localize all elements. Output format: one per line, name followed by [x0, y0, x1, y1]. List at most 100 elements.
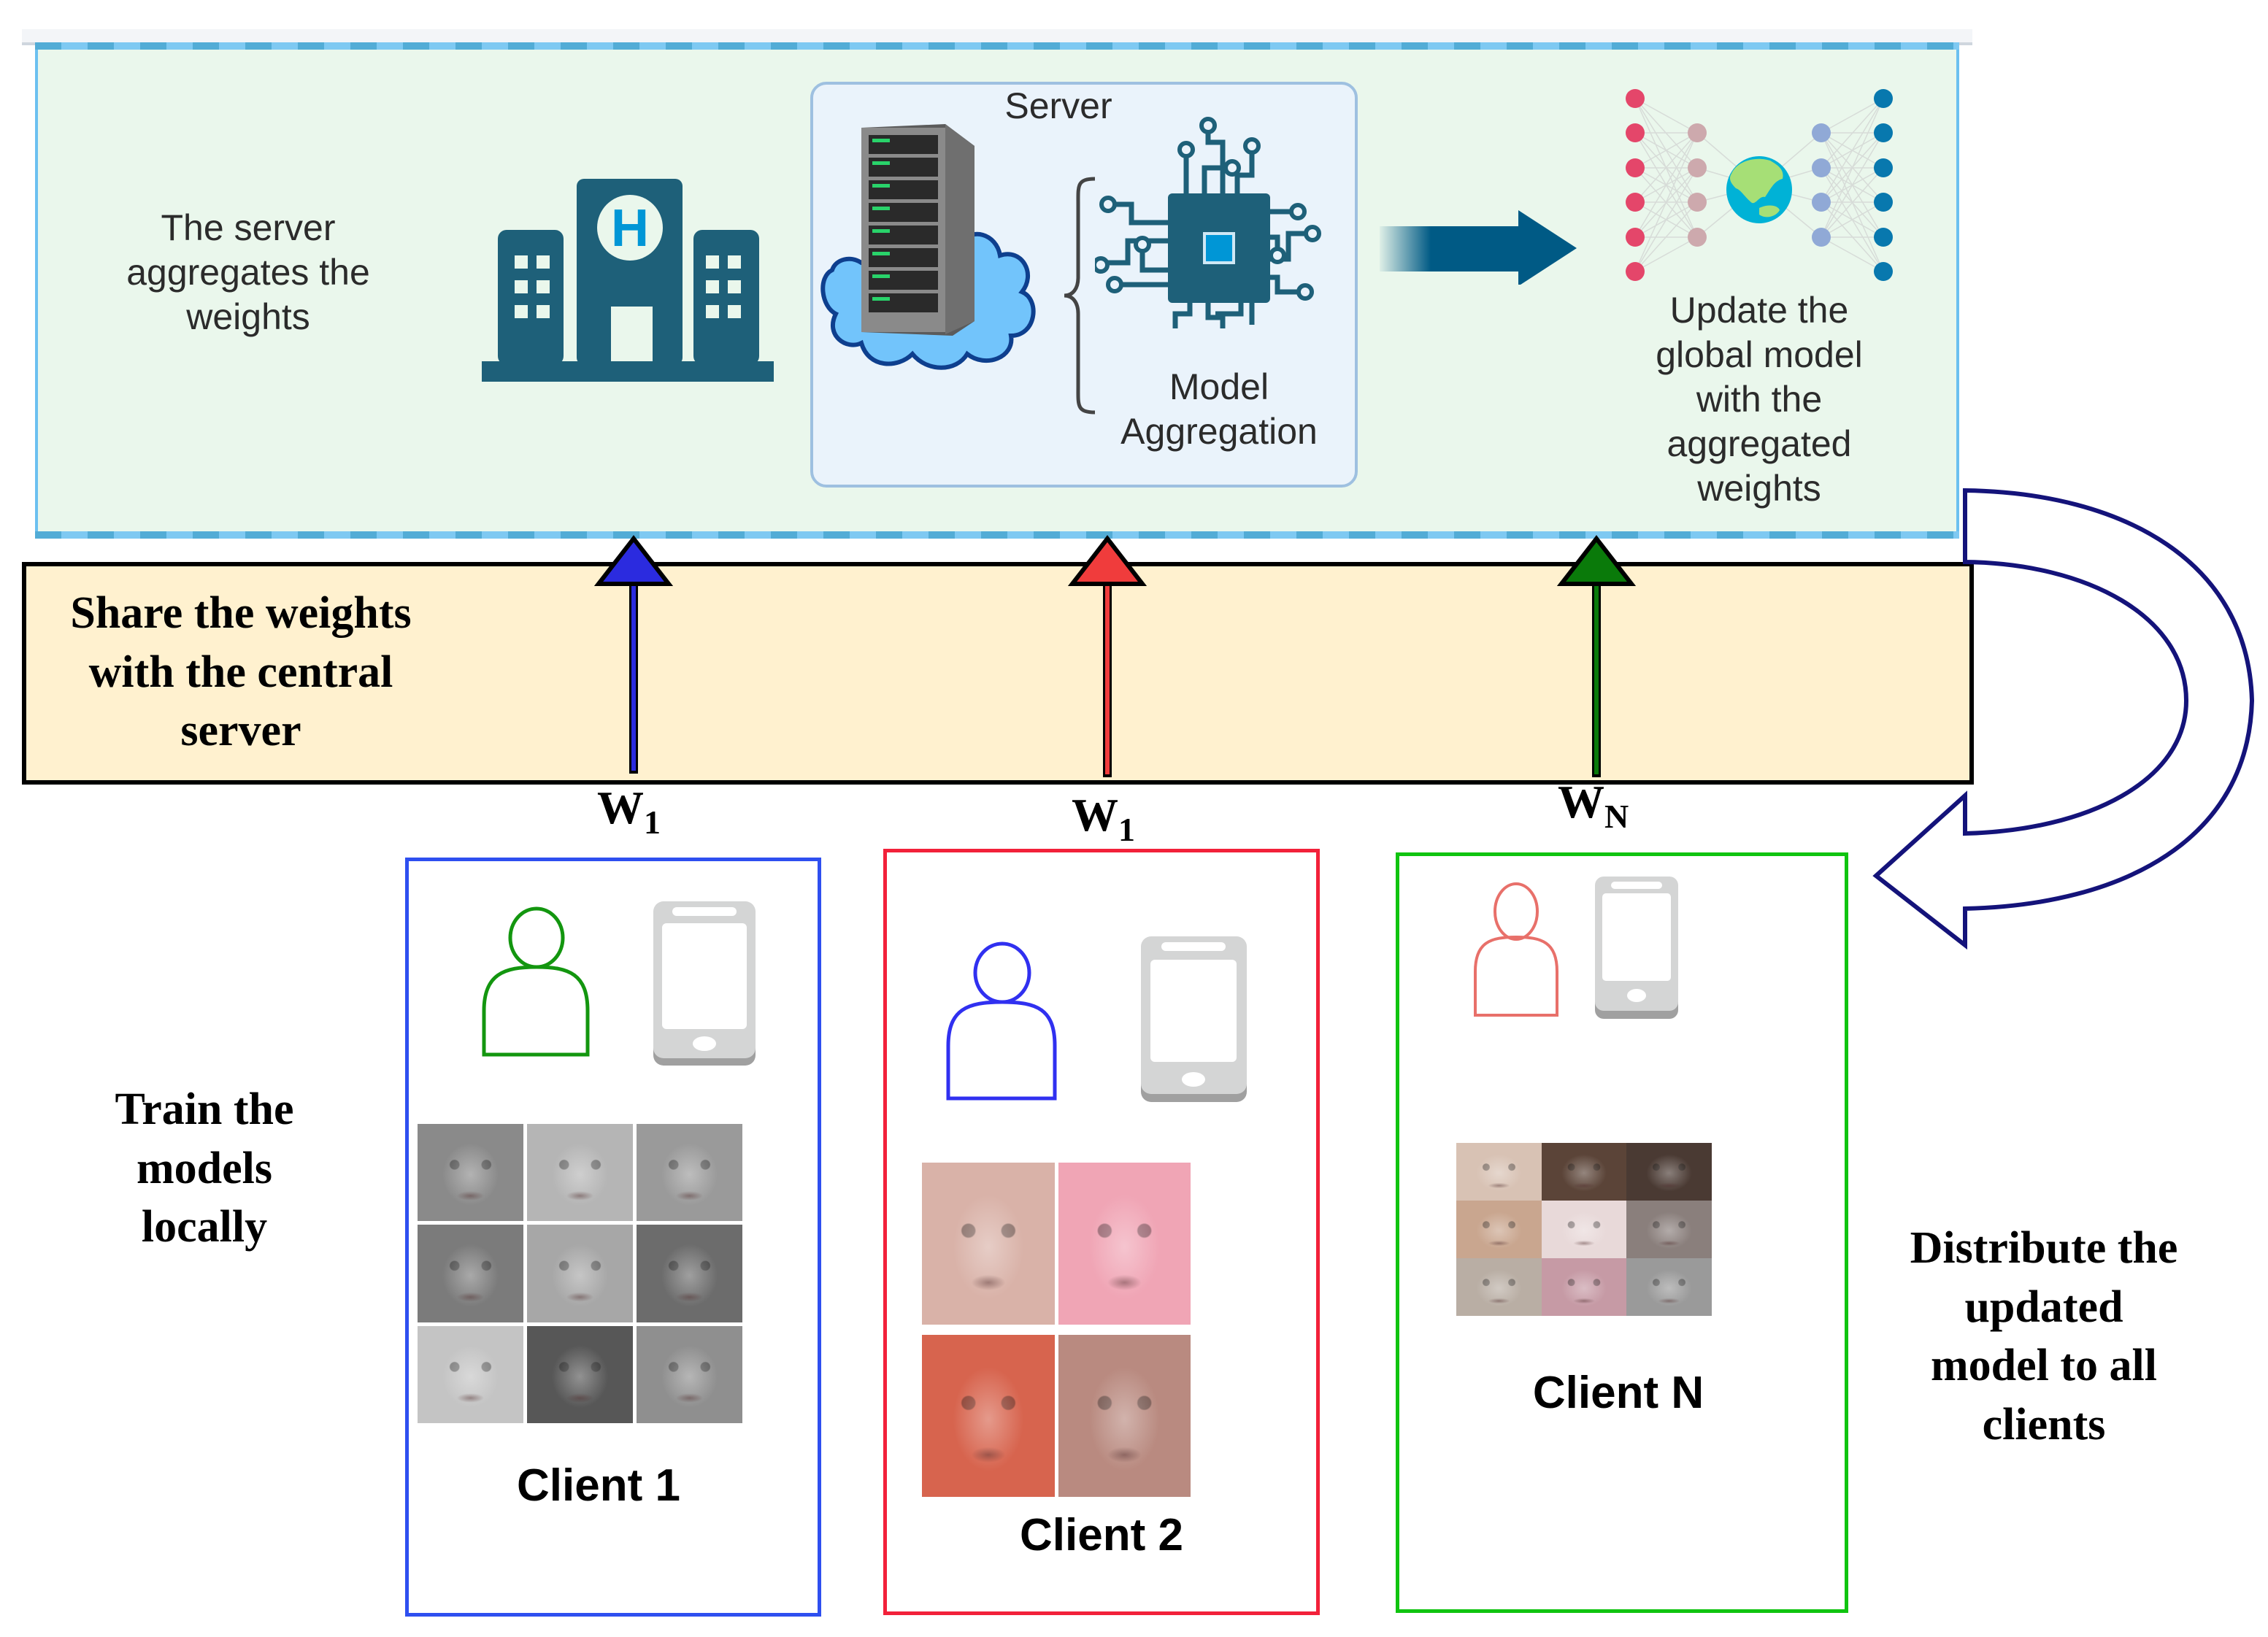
network-node — [1626, 89, 1645, 108]
face-image — [922, 1163, 1055, 1325]
distribute-text-line: updated — [1964, 1282, 2123, 1332]
weight-label-subscript: 1 — [1118, 810, 1135, 848]
client-label: Client N — [1532, 1368, 1704, 1418]
face-image — [1456, 1143, 1542, 1201]
update-caption-line: aggregated — [1667, 423, 1852, 464]
network-node — [1626, 228, 1645, 247]
share-text-line: Share the weights — [70, 588, 412, 638]
train-locally-text: Train the models locally — [51, 1080, 358, 1257]
face-image — [1626, 1143, 1712, 1201]
update-caption-line: global model — [1656, 334, 1863, 375]
network-node — [1812, 193, 1831, 212]
share-text-line: with the central — [88, 647, 393, 697]
server-aggregates-caption: The server aggregates the weights — [80, 206, 416, 339]
server-label: Server — [1004, 85, 1112, 126]
train-text-line: models — [137, 1143, 272, 1193]
network-node — [1688, 193, 1707, 212]
face-image — [637, 1325, 742, 1423]
svg-text:H: H — [611, 199, 649, 258]
face-image — [1541, 1143, 1627, 1201]
person-icon — [946, 941, 1057, 1101]
train-text-line: Train the — [115, 1085, 294, 1134]
weight-arrows — [593, 535, 1637, 777]
face-image — [1541, 1258, 1627, 1316]
server-cloud-icon — [820, 124, 1036, 370]
smartphone-icon — [1141, 936, 1247, 1102]
caption-line: aggregates the — [126, 252, 370, 293]
face-image — [1626, 1201, 1712, 1258]
face-image — [527, 1124, 633, 1222]
chip-icon — [1095, 117, 1321, 328]
face-image — [418, 1325, 523, 1423]
face-image-grid — [922, 1163, 1191, 1497]
arrow-right-icon — [1380, 210, 1577, 285]
distribute-model-text: Distribute the updated model to all clie… — [1869, 1219, 2219, 1454]
network-node — [1874, 158, 1893, 177]
face-image-grid — [1456, 1143, 1712, 1316]
face-image — [1626, 1258, 1712, 1316]
client-card-2[interactable]: Client 2 — [883, 849, 1320, 1615]
network-node — [1688, 123, 1707, 142]
distribute-text-line: clients — [1982, 1399, 2106, 1449]
update-caption-line: with the — [1696, 379, 1823, 420]
weight-label-base: W — [597, 782, 644, 833]
aggregation-label-line: Model — [1169, 366, 1269, 407]
face-image — [1541, 1201, 1627, 1258]
caption-line: weights — [186, 296, 310, 337]
network-node — [1626, 193, 1645, 212]
weight-arrow-n — [1556, 535, 1637, 777]
caption-line: The server — [161, 207, 336, 248]
network-node — [1812, 158, 1831, 177]
network-node — [1874, 262, 1893, 281]
weight-label-n: WN — [1558, 775, 1629, 836]
server-panel-top-border — [35, 42, 1959, 50]
network-node — [1626, 262, 1645, 281]
server-rack-icon — [861, 124, 975, 336]
weight-arrow-1 — [593, 535, 674, 774]
face-image — [1058, 1163, 1191, 1325]
weight-label-2: W1 — [1072, 788, 1135, 849]
network-node — [1874, 193, 1893, 212]
network-node — [1874, 123, 1893, 142]
distribute-text-line: Distribute the — [1910, 1223, 2178, 1273]
brace-icon — [1064, 177, 1096, 415]
weight-arrow-2 — [1067, 535, 1148, 777]
share-weights-text: Share the weights with the central serve… — [29, 584, 453, 760]
aggregation-label-line: Aggregation — [1120, 411, 1318, 452]
train-text-line: locally — [141, 1202, 268, 1252]
weight-label-base: W — [1072, 789, 1118, 841]
client-label: Client 1 — [517, 1460, 680, 1511]
network-node — [1812, 123, 1831, 142]
model-aggregation-label: Model Aggregation — [1080, 365, 1358, 454]
face-image — [1058, 1335, 1191, 1497]
face-image — [637, 1225, 742, 1322]
distribute-text-line: model to all — [1931, 1341, 2157, 1391]
face-image — [527, 1325, 633, 1423]
update-caption-line: Update the — [1669, 290, 1849, 331]
network-node — [1688, 158, 1707, 177]
face-image — [637, 1124, 742, 1222]
client-card-1[interactable]: Client 1 — [405, 858, 821, 1617]
distribute-arrow-icon — [1872, 488, 2255, 950]
face-image — [418, 1124, 523, 1222]
neural-network-globe-icon — [1626, 89, 1893, 281]
face-image — [1456, 1201, 1542, 1258]
face-image-grid — [418, 1124, 742, 1423]
weight-label-base: W — [1558, 776, 1604, 828]
face-image — [418, 1225, 523, 1322]
face-image — [527, 1225, 633, 1322]
network-node — [1874, 89, 1893, 108]
weight-label-subscript: 1 — [644, 803, 661, 841]
network-edges — [1634, 98, 1884, 272]
update-global-model-caption: Update the global model with the aggrega… — [1606, 288, 1913, 511]
client-label: Client 2 — [1020, 1510, 1183, 1560]
network-node — [1688, 228, 1707, 247]
person-icon — [482, 906, 590, 1057]
smartphone-icon — [653, 901, 756, 1066]
network-node — [1626, 123, 1645, 142]
client-card-n[interactable]: Client N — [1396, 852, 1848, 1613]
globe-icon — [1726, 156, 1792, 223]
hospital-icon: H — [482, 179, 774, 382]
server-panel-bottom-border — [35, 531, 1959, 539]
share-weights-band — [22, 562, 1974, 785]
